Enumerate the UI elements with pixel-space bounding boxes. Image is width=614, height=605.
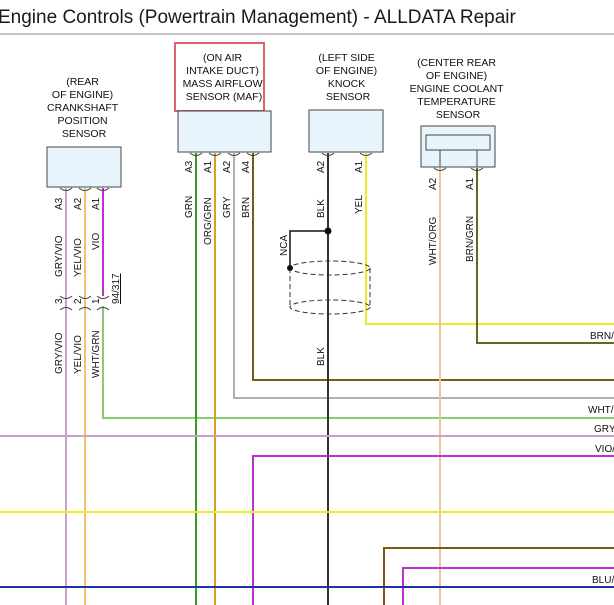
ect-pin-a1: A1: [465, 177, 476, 190]
shield-ground-dot: [287, 265, 293, 271]
knock-pin-a1: A1: [354, 160, 365, 173]
edge-label-blu: BLU/: [592, 575, 614, 586]
maf-wire-grn: GRN: [184, 196, 195, 218]
wire-vio-bus: [252, 455, 614, 605]
edge-label-brn: BRN/: [590, 331, 614, 342]
maf-wire-org-grn: ORG/GRN: [203, 197, 214, 245]
page-title: Engine Controls (Powertrain Management) …: [0, 7, 516, 28]
ect-label: (CENTER REAR OF ENGINE) ENGINE COOLANT T…: [410, 57, 507, 121]
ect-thermistor: [425, 134, 491, 151]
knock-label: (LEFT SIDE OF ENGINE) KNOCK SENSOR: [316, 52, 380, 103]
wire-brn-lower: [383, 547, 614, 605]
coolant-temp-sensor: (CENTER REAR OF ENGINE) ENGINE COOLANT T…: [410, 57, 507, 265]
wire-brn-grn: [476, 168, 614, 344]
wire-yel: [365, 153, 614, 325]
crank-wire-bottom-3: WHT/GRN: [91, 330, 102, 378]
splice-dot: [324, 227, 332, 235]
wire-vio-lower: [402, 567, 614, 605]
crank-pin-a1: A1: [91, 197, 102, 210]
knock-pin-a2: A2: [316, 160, 327, 173]
knock-shield: [287, 227, 371, 315]
crankshaft-sensor: (REAR OF ENGINE) CRANKSHAFT POSITION SEN…: [46, 76, 122, 378]
edge-label-wht: WHT/: [588, 405, 614, 416]
wire-brn: [252, 153, 614, 381]
crank-wire-bottom-1: GRY/VIO: [54, 332, 65, 374]
ect-sensor-box: [420, 125, 496, 168]
knock-sensor: (LEFT SIDE OF ENGINE) KNOCK SENSOR A2 A1…: [279, 52, 384, 366]
maf-label: (ON AIR INTAKE DUCT) MASS AIRFLOW SENSOR…: [183, 52, 266, 103]
maf-wire-gry: GRY: [222, 196, 233, 218]
connector-pin-2: 2: [73, 298, 84, 304]
wire-gry: [233, 153, 614, 399]
crank-label: (REAR OF ENGINE) CRANKSHAFT POSITION SEN…: [47, 76, 121, 140]
knock-wire-blk-bottom: BLK: [316, 347, 327, 366]
crank-wire-bottom-2: YEL/VIO: [73, 335, 84, 374]
connector-pin-3: 3: [54, 298, 65, 304]
crank-pin-a2: A2: [73, 197, 84, 210]
page-reference-link[interactable]: 94/317: [111, 273, 122, 304]
wires-group: [0, 153, 614, 605]
knock-wire-blk: BLK: [316, 199, 327, 218]
edge-label-vio: VIO/: [595, 444, 614, 455]
edge-labels: BRN/ WHT/ GRY VIO/ BLU/: [588, 331, 614, 586]
maf-pin-a1: A1: [203, 160, 214, 173]
maf-sensor-box: [177, 110, 272, 153]
ect-wire-brn-grn: BRN/GRN: [465, 216, 476, 262]
maf-pin-a2: A2: [222, 160, 233, 173]
crank-wire-label-1: GRY/VIO: [54, 235, 65, 277]
connector-pin-1: 1: [91, 298, 102, 304]
edge-label-gry: GRY: [594, 424, 614, 435]
wire-wht-grn: [102, 306, 614, 419]
ect-wire-wht-org: WHT/ORG: [428, 216, 439, 265]
maf-pin-a3: A3: [184, 160, 195, 173]
maf-pin-a4: A4: [241, 160, 252, 173]
maf-wire-brn: BRN: [241, 197, 252, 218]
knock-wire-yel: YEL: [354, 195, 365, 214]
crank-wire-label-3: VIO: [91, 233, 102, 250]
maf-sensor: (ON AIR INTAKE DUCT) MASS AIRFLOW SENSOR…: [174, 42, 272, 245]
knock-sensor-box: [308, 109, 384, 153]
ect-pin-a2: A2: [428, 177, 439, 190]
crank-pin-a3: A3: [54, 197, 65, 210]
crank-sensor-box: [46, 146, 122, 188]
nca-label: NCA: [279, 235, 290, 256]
crank-wire-label-2: YEL/VIO: [73, 238, 84, 277]
